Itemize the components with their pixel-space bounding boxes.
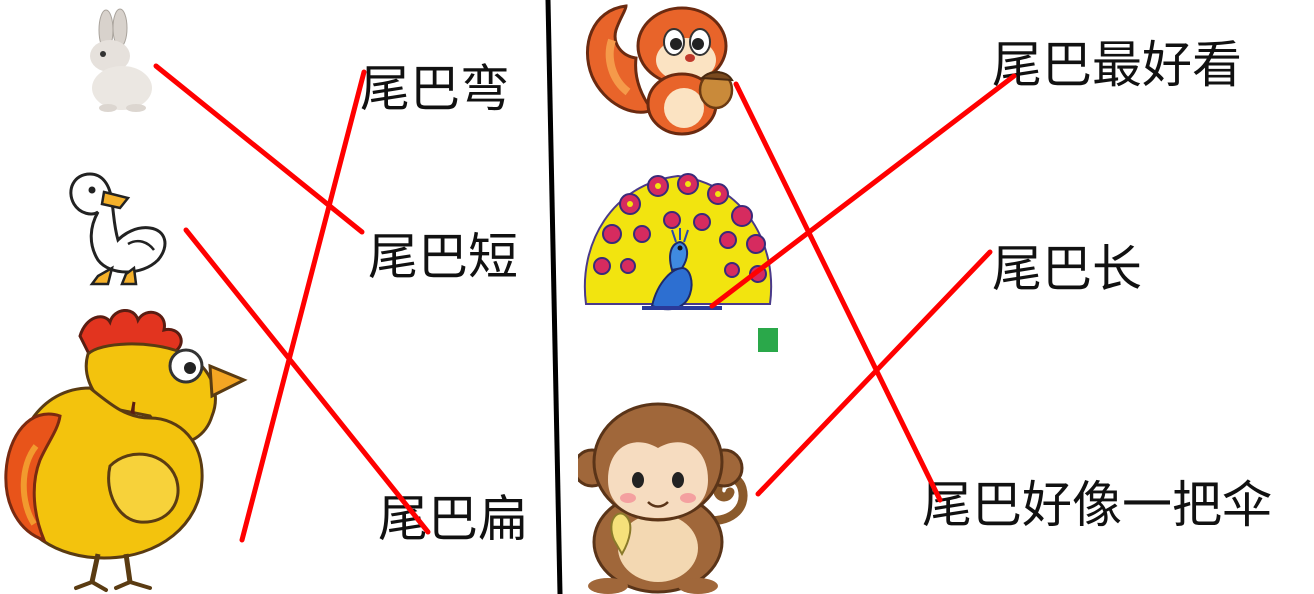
label-tail-short: 尾巴短 xyxy=(368,228,518,286)
peacock-icon xyxy=(583,173,778,352)
rabbit-icon xyxy=(90,8,152,112)
match-line-rooster xyxy=(239,69,367,543)
duck-icon xyxy=(69,172,167,286)
label-tail-like-umbrella: 尾巴好像一把伞 xyxy=(922,476,1272,534)
monkey-icon xyxy=(578,402,748,594)
rooster-icon xyxy=(4,309,248,592)
divider-line xyxy=(545,0,563,594)
match-line-duck xyxy=(183,227,431,535)
label-tail-most-beautiful: 尾巴最好看 xyxy=(992,36,1242,94)
match-lines xyxy=(153,63,1017,543)
squirrel-icon xyxy=(585,4,734,136)
match-line-squirrel xyxy=(733,81,943,503)
label-tail-curved: 尾巴弯 xyxy=(360,60,510,118)
label-tail-long: 尾巴长 xyxy=(992,240,1142,298)
match-line-peacock xyxy=(709,73,1017,309)
match-line-monkey xyxy=(755,249,993,497)
